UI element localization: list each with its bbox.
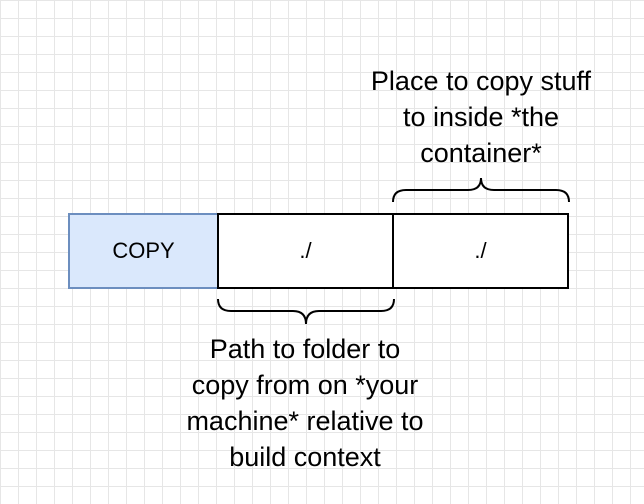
- destination-path-label: ./: [474, 238, 487, 263]
- dest-annotation-line: to inside *the: [402, 102, 560, 132]
- source-annotation-line: build context: [229, 442, 381, 472]
- source-path-box: ./: [217, 213, 394, 289]
- source-brace: [217, 298, 395, 325]
- source-annotation-line: copy from on *your: [191, 370, 419, 400]
- destination-path-box: ./: [392, 213, 569, 289]
- dest-annotation-line: Place to copy stuff: [370, 66, 592, 96]
- source-annotation-line: machine* relative to: [186, 406, 424, 436]
- source-annotation: Path to folder to copy from on *your mac…: [155, 331, 455, 475]
- source-path-label: ./: [299, 238, 312, 263]
- dest-brace: [392, 177, 570, 203]
- dest-annotation: Place to copy stuff to inside *the conta…: [340, 63, 622, 171]
- copy-command-label: COPY: [112, 238, 175, 263]
- dest-annotation-line: container*: [420, 138, 542, 168]
- copy-command-box: COPY: [68, 213, 219, 289]
- source-annotation-line: Path to folder to: [209, 334, 401, 364]
